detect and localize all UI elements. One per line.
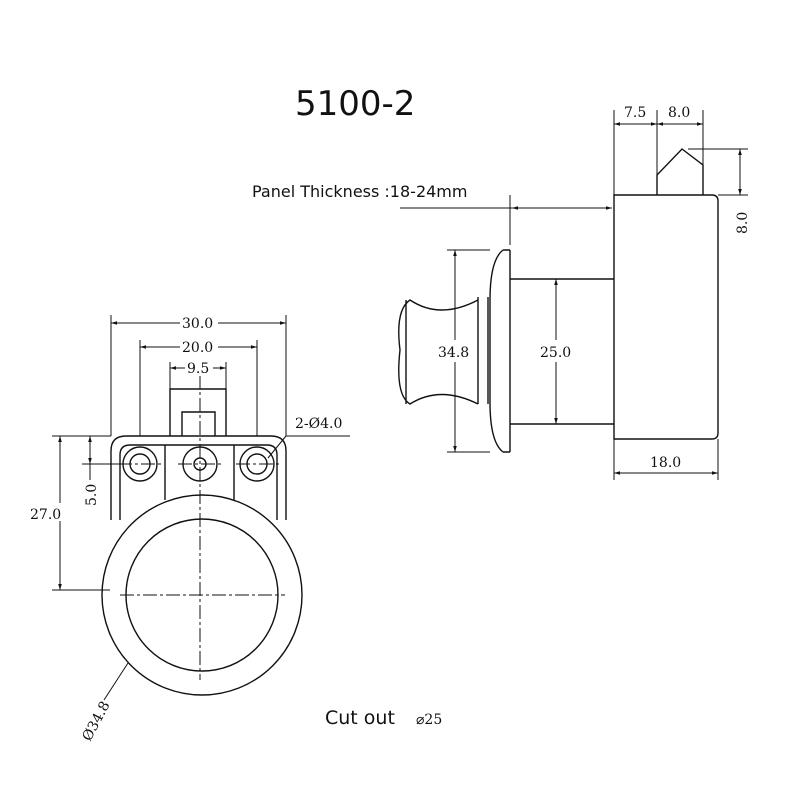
shaft: [510, 278, 614, 425]
panel-thickness-label: Panel Thickness :18-24mm: [252, 182, 467, 201]
dim-bolt-offset: 7.5: [624, 105, 646, 121]
dim-total-width: 30.0: [182, 316, 213, 332]
dim-diameter: Ø34.8: [79, 699, 113, 744]
dim-bolt-width: 8.0: [668, 105, 690, 121]
cutout-label: Cut out: [325, 707, 395, 729]
mount-plate: [110, 435, 287, 520]
flange: [489, 249, 511, 453]
knob: [398, 297, 489, 405]
dim-hole-spacing: 20.0: [182, 340, 213, 356]
dim-holes: 2-Ø4.0: [295, 416, 342, 432]
dim-hole-offset: 5.0: [84, 484, 100, 506]
bolt: [656, 148, 704, 195]
dim-flange-diameter: 34.8: [438, 345, 469, 361]
front-view: 30.0 20.0 9.5 2-Ø4.0 27.0 5.0 Ø34.8: [28, 313, 350, 744]
dim-bolt-height: 8.0: [735, 212, 751, 234]
dim-body-depth: 18.0: [650, 455, 681, 471]
bolt-housing: [169, 388, 227, 436]
dim-body-diameter: 25.0: [540, 345, 571, 361]
outer-ring: [101, 494, 303, 696]
drawing-title: 5100-2: [295, 84, 415, 124]
side-view: 7.5 8.0 8.0 Panel Thickness :18-24mm 34.…: [252, 105, 751, 480]
dim-center-width: 9.5: [187, 361, 209, 377]
cutout-value: ⌀25: [416, 712, 442, 728]
lock-body: [613, 194, 719, 440]
dim-height: 27.0: [30, 507, 61, 523]
